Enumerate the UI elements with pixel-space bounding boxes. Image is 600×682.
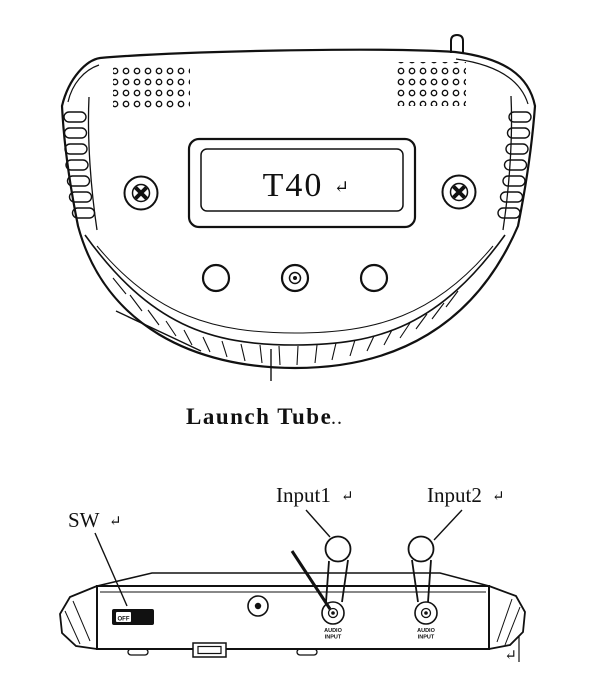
caption-text: Launch Tube: [186, 404, 332, 429]
grip-edge-right: [502, 95, 513, 231]
caption-launch-tube: Launch Tube ..: [186, 404, 343, 429]
launch-tube-hatching: [112, 277, 459, 366]
audio-input-label: INPUT: [325, 635, 342, 641]
rear-panel-body: [59, 572, 526, 656]
shoulder-contour-right: [455, 58, 529, 105]
screw-left: [123, 175, 159, 211]
label-input1: Input1 ↵: [276, 483, 354, 507]
audio-input-label: AUDIO: [324, 628, 342, 634]
label-input2: Input2 ↵: [427, 483, 505, 507]
end-cap-right: [488, 585, 526, 650]
foot-left: [127, 648, 149, 656]
speaker-grille-right: [394, 62, 466, 106]
return-mark: ↵: [334, 177, 349, 197]
grip-ribs-right: [497, 111, 532, 219]
cable-loop-2: [407, 535, 435, 603]
grip-edge-left: [87, 96, 98, 231]
return-mark: ↵: [109, 514, 122, 530]
foot-right: [296, 648, 318, 656]
audio-input-label: AUDIO: [417, 628, 435, 634]
button-right: [359, 263, 389, 293]
return-mark: ↵: [341, 489, 354, 505]
label-sw: SW ↵: [68, 508, 122, 532]
antenna-nub: [450, 33, 464, 53]
return-mark: ↵: [504, 648, 517, 664]
leader-line-input2: [433, 509, 463, 541]
button-left: [201, 263, 231, 293]
leader-line-input1: [305, 509, 331, 538]
speaker-grille-left: [113, 64, 190, 108]
svg-text:Input1: Input1: [276, 483, 331, 507]
caption-dots: ..: [331, 407, 343, 429]
power-switch: OFF: [112, 609, 154, 625]
screw-right: [441, 174, 477, 210]
cable-loop-1: [290, 535, 352, 610]
grip-ribs-left: [63, 111, 96, 219]
audio-input-label: INPUT: [418, 635, 435, 641]
dc-jack: [247, 595, 269, 617]
return-mark: ↵: [492, 489, 505, 505]
switch-off-label: OFF: [118, 617, 130, 623]
display-panel: T40 ↵: [187, 137, 417, 229]
device-top-view: T40 ↵: [60, 33, 537, 429]
audio-jack-1: AUDIO INPUT: [321, 601, 345, 641]
end-cap-left: [59, 585, 98, 650]
power-button: [280, 263, 310, 293]
audio-jack-2: AUDIO INPUT: [414, 601, 438, 641]
bottom-right-return: ↵: [504, 636, 520, 664]
svg-text:SW: SW: [68, 508, 100, 532]
shoulder-contour-left: [67, 64, 100, 103]
usb-port: [192, 642, 227, 658]
leader-line-sw: [94, 532, 128, 607]
display-text: T40: [263, 167, 324, 204]
svg-text:Input2: Input2: [427, 483, 482, 507]
launch-tube-lip: [84, 234, 506, 366]
leader-line-lip: [115, 310, 202, 352]
device-rear-view: Input1 ↵ Input2 ↵ SW ↵: [59, 483, 526, 664]
